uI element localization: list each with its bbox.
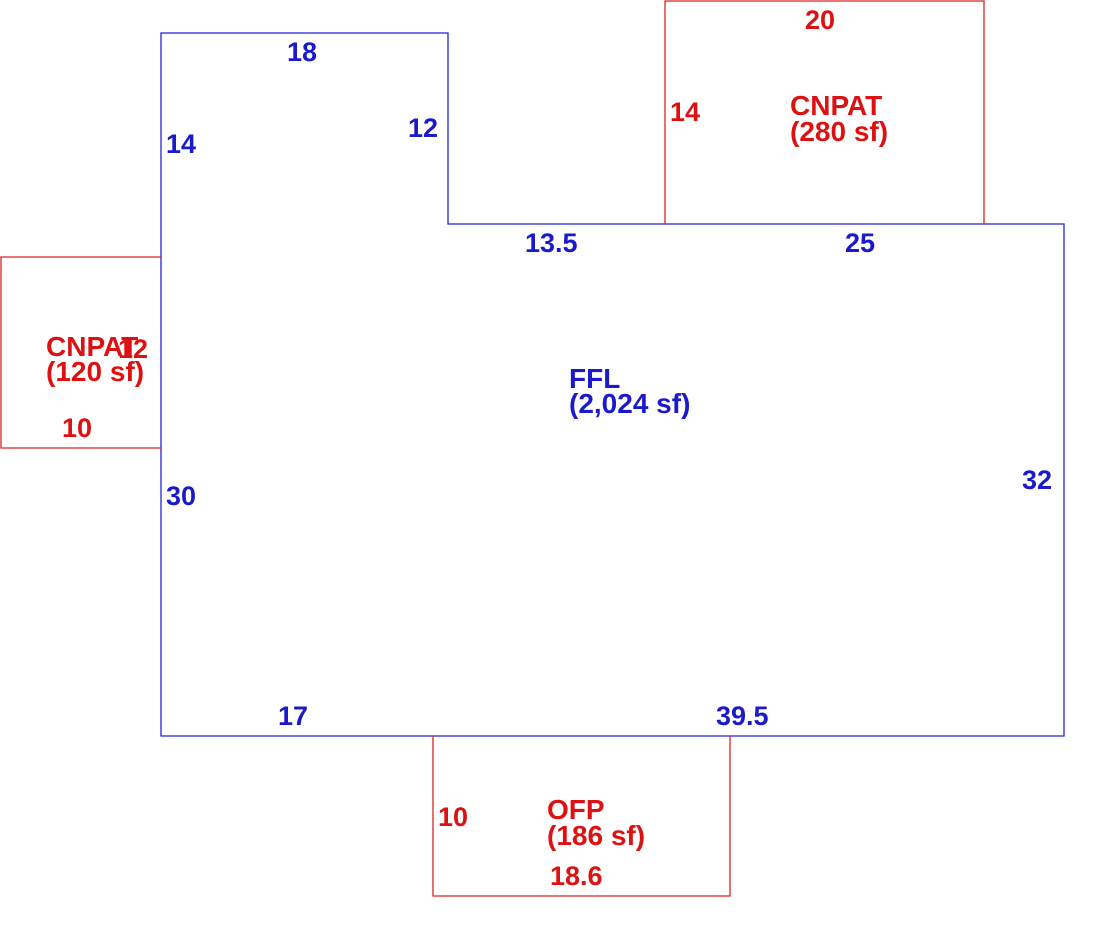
ofp-outline xyxy=(432,736,731,897)
dim-main-left-lower: 30 xyxy=(166,481,196,511)
ofp-area: (186 sf) xyxy=(547,820,645,851)
cnpat-left-outline xyxy=(0,256,161,449)
cnpat-top-code: CNPAT xyxy=(790,90,882,121)
dim-cnpat-top-left: 14 xyxy=(670,97,700,127)
dim-cnpat-left-side: 12 xyxy=(118,334,148,364)
dim-main-notch-bottom: 13.5 xyxy=(525,228,578,258)
dim-main-top-right: 25 xyxy=(845,228,875,258)
ofp-code: OFP xyxy=(547,794,605,825)
dim-main-left-upper: 14 xyxy=(166,129,196,159)
dim-cnpat-top-top: 20 xyxy=(805,5,835,35)
cnpat-top-area: (280 sf) xyxy=(790,116,888,147)
dim-ofp-left: 10 xyxy=(438,802,468,832)
cnpat-top-outline xyxy=(664,0,985,224)
cnpat-left-code: CNPAT xyxy=(46,331,138,362)
dim-cnpat-left-bottom: 10 xyxy=(62,413,92,443)
main-area-code: FFL xyxy=(569,363,620,394)
dim-ofp-bottom: 18.6 xyxy=(550,861,603,891)
main-area-size: (2,024 sf) xyxy=(569,388,690,419)
dim-main-top-left: 18 xyxy=(287,37,317,67)
dim-main-bottom-left: 17 xyxy=(278,701,308,731)
dim-main-bottom-right: 39.5 xyxy=(716,701,769,731)
cnpat-left-area: (120 sf) xyxy=(46,356,144,387)
dim-main-right: 32 xyxy=(1022,465,1052,495)
main-structure-outline xyxy=(160,32,1065,737)
dim-main-notch-right: 12 xyxy=(408,113,438,143)
